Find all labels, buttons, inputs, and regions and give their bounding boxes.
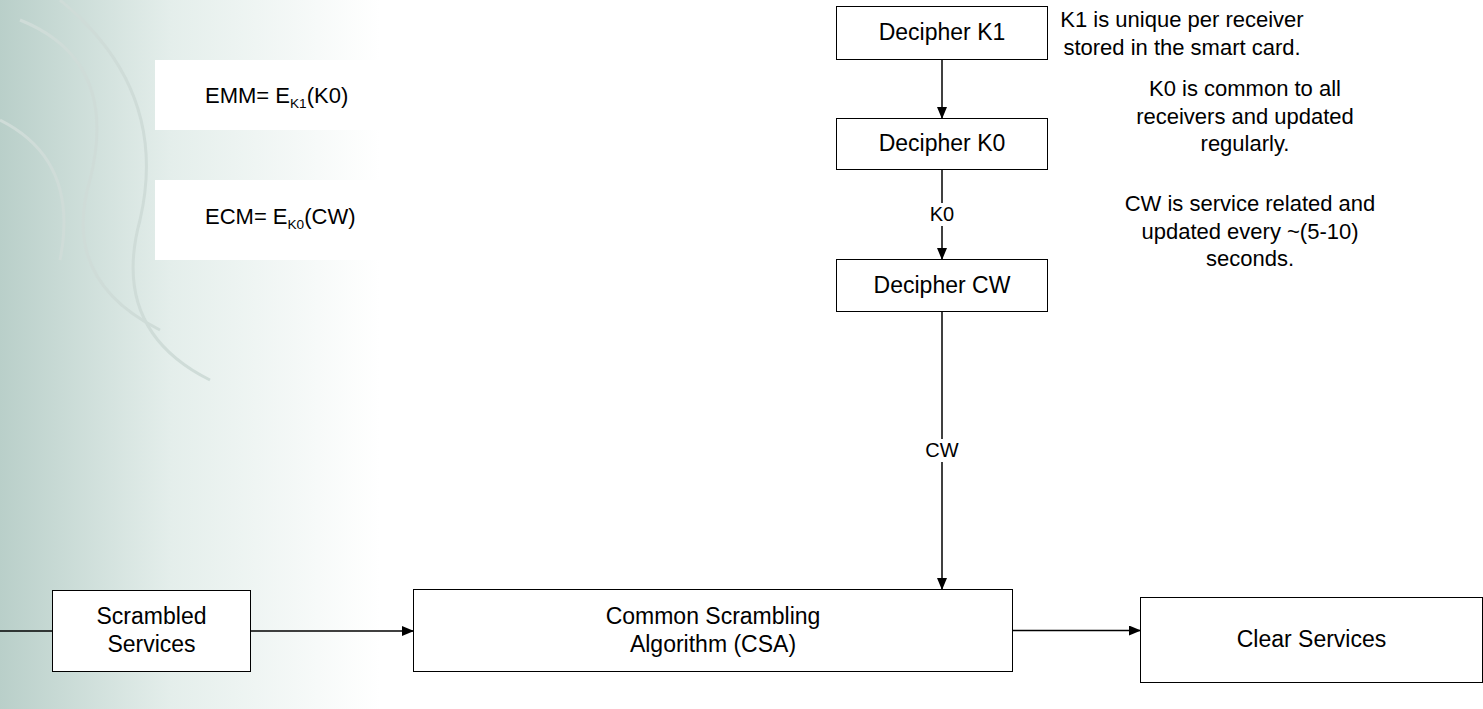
box-text: Decipher K0 bbox=[879, 130, 1006, 158]
note-text: K1 is unique per receiver stored in the … bbox=[1052, 6, 1312, 61]
decipher-box: Decipher CW bbox=[836, 259, 1048, 312]
box-text: Scrambled Services bbox=[63, 603, 240, 658]
decipher-box: Decipher K0 bbox=[836, 118, 1048, 170]
algorithm-box: Common Scrambling Algorithm (CSA) bbox=[413, 589, 1013, 672]
input-box: Scrambled Services bbox=[52, 590, 251, 672]
input-line bbox=[0, 630, 52, 632]
note-text: CW is service related and updated every … bbox=[1100, 190, 1400, 273]
formula-text: EMM= EK1(K0) bbox=[205, 82, 415, 110]
box-text: Decipher K1 bbox=[879, 19, 1006, 47]
formula-panel bbox=[155, 180, 420, 260]
arrow-connector bbox=[251, 630, 413, 632]
box-text: Clear Services bbox=[1237, 626, 1387, 654]
edge-label: K0 bbox=[927, 203, 957, 226]
box-text: Common Scrambling Algorithm (CSA) bbox=[564, 603, 862, 658]
arrow-connector bbox=[1013, 630, 1140, 632]
formula-text: ECM= EK0(CW) bbox=[205, 203, 415, 231]
box-text: Decipher CW bbox=[874, 272, 1011, 300]
edge-label: CW bbox=[922, 439, 961, 462]
output-box: Clear Services bbox=[1140, 597, 1483, 683]
note-text: K0 is common to all receivers and update… bbox=[1125, 75, 1365, 158]
decipher-box: Decipher K1 bbox=[836, 6, 1048, 60]
arrow-connector bbox=[941, 60, 943, 118]
formula-panel bbox=[155, 60, 420, 130]
